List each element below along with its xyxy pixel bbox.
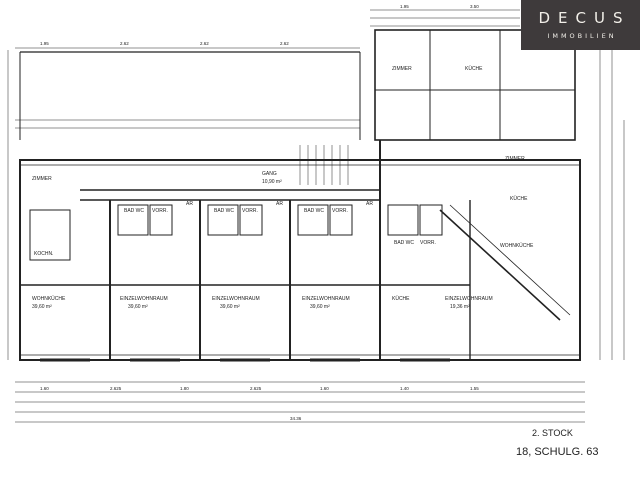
dimension-label: 2.62 bbox=[280, 41, 289, 46]
room-label: BAD WC bbox=[214, 208, 234, 214]
dimension-label: 2.62 bbox=[120, 41, 129, 46]
dimension-label: 1.55 bbox=[470, 386, 479, 391]
dimension-label: 2.625 bbox=[110, 386, 122, 391]
room-label: KÜCHE bbox=[392, 295, 410, 302]
dimension-total: 34.36 bbox=[290, 416, 302, 421]
room-area: 10,90 m² bbox=[262, 179, 282, 185]
room-label: ZIMMER bbox=[392, 66, 412, 72]
room-label: ZIMMER bbox=[32, 176, 52, 182]
room-label: EINZELWOHNRAUM bbox=[302, 296, 350, 302]
room-label: BAD WC bbox=[304, 208, 324, 214]
room-label: BAD WC bbox=[394, 240, 414, 246]
room-label: KOCHN. bbox=[34, 251, 53, 257]
logo-brand: DECUS bbox=[538, 9, 631, 27]
room-label: KÜCHE bbox=[510, 195, 528, 202]
room-label: GANG bbox=[262, 171, 277, 177]
logo-subtitle: IMMOBILIEN bbox=[547, 32, 617, 40]
room-label: VORR. bbox=[332, 208, 348, 214]
room-area: 39,60 m² bbox=[128, 304, 148, 310]
dimension-label: 1.40 bbox=[400, 386, 409, 391]
dimension-label: 1.95 bbox=[40, 41, 49, 46]
room-label: EINZELWOHNRAUM bbox=[445, 296, 493, 302]
dimension-label: 1.80 bbox=[180, 386, 189, 391]
address-label: 18, SCHULG. 63 bbox=[516, 446, 599, 458]
floor-label: 2. STOCK bbox=[532, 428, 573, 438]
dimension-label: 2.62 bbox=[200, 41, 209, 46]
decus-logo: DECUS IMMOBILIEN bbox=[521, 0, 640, 50]
room-area: 39,60 m² bbox=[220, 304, 240, 310]
room-label: EINZELWOHNRAUM bbox=[120, 296, 168, 302]
room-label: KÜCHE bbox=[465, 65, 483, 72]
room-label: ZIMMER bbox=[505, 156, 525, 162]
room-label: AR bbox=[276, 201, 283, 207]
room-label: AR bbox=[366, 201, 373, 207]
room-label: EINZELWOHNRAUM bbox=[212, 296, 260, 302]
room-label: AR bbox=[186, 201, 193, 207]
dimension-label: 1.60 bbox=[40, 386, 49, 391]
room-label: VORR. bbox=[152, 208, 168, 214]
room-area: 39,60 m² bbox=[32, 304, 52, 310]
room-area: 19,36 m² bbox=[450, 304, 470, 310]
dimension-label: 1.60 bbox=[320, 386, 329, 391]
room-label: WOHNKÜCHE bbox=[500, 242, 534, 249]
room-label: BAD WC bbox=[124, 208, 144, 214]
room-label: VORR. bbox=[242, 208, 258, 214]
dimension-label: 2.625 bbox=[250, 386, 262, 391]
room-label: VORR. bbox=[420, 240, 436, 246]
dimension-label: 3.50 bbox=[470, 4, 479, 9]
dimension-label: 1.95 bbox=[400, 4, 409, 9]
room-label: WOHNKÜCHE bbox=[32, 295, 66, 302]
room-area: 39,60 m² bbox=[310, 304, 330, 310]
